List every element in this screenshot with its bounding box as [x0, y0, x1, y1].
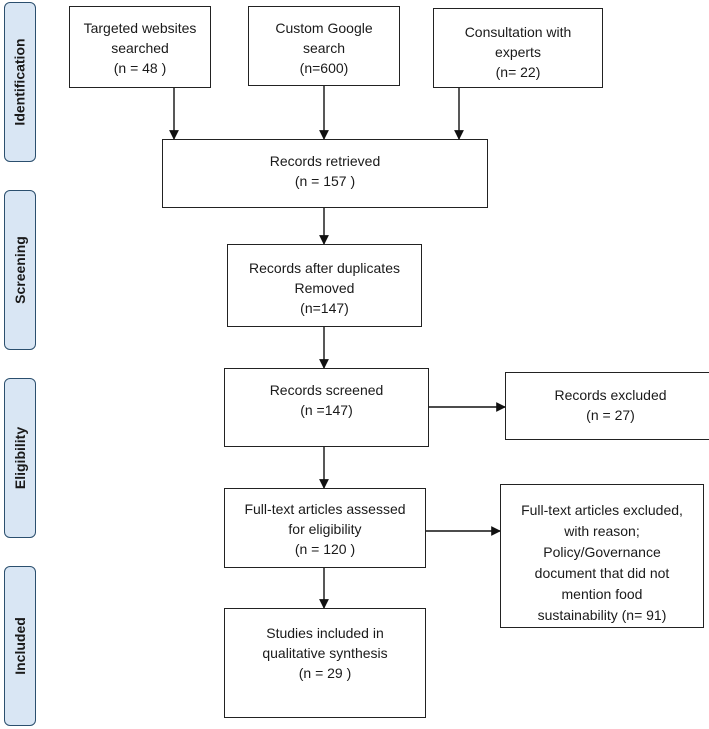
box-line: (n =147) [300, 402, 353, 418]
box-line: Removed [294, 280, 355, 296]
phase-included: Included [4, 566, 36, 726]
box-records-screened: Records screened (n =147) [224, 368, 429, 447]
box-line: (n = 157 ) [294, 173, 356, 189]
box-targeted-websites: Targeted websites searched (n = 48 ) [69, 6, 211, 88]
box-line: Records excluded [554, 387, 667, 403]
box-line: (n = 48 ) [113, 60, 167, 76]
box-records-excluded: Records excluded (n = 27) [505, 372, 709, 440]
box-records-retrieved: Records retrieved (n = 157 ) [162, 139, 488, 208]
box-studies-included: Studies included in qualitative synthesi… [224, 608, 426, 718]
box-line: (n = 120 ) [294, 541, 356, 557]
box-line: Records retrieved [269, 153, 381, 169]
box-line: Custom Google [275, 20, 373, 36]
box-line: Records screened [269, 382, 384, 398]
box-line: (n = 27) [586, 407, 635, 423]
box-line: with reason; [564, 523, 640, 539]
box-line: Studies included in [266, 625, 384, 641]
box-fulltext-excluded: Full-text articles excluded, with reason… [500, 484, 704, 628]
phase-eligibility: Eligibility [4, 378, 36, 538]
box-line: searched [111, 40, 169, 56]
box-consultation-experts: Consultation with experts (n= 22) [433, 8, 603, 88]
box-line: qualitative synthesis [262, 645, 388, 661]
box-line: Targeted websites [83, 20, 197, 36]
box-line: search [302, 40, 346, 56]
box-line: mention food [561, 586, 643, 602]
box-line: (n= 22) [495, 64, 541, 80]
box-line: Consultation with [464, 24, 572, 40]
box-custom-google-search: Custom Google search (n=600) [248, 6, 400, 86]
box-line: document that did not [534, 565, 670, 581]
box-records-after-duplicates: Records after duplicates Removed (n=147) [227, 244, 422, 327]
box-line: Records after duplicates [249, 260, 400, 276]
box-line: Full-text articles assessed [244, 501, 406, 517]
box-fulltext-assessed: Full-text articles assessed for eligibil… [224, 488, 426, 568]
box-line: experts [495, 44, 541, 60]
phase-identification: Identification [4, 2, 36, 162]
box-line: (n=147) [300, 300, 349, 316]
box-line: (n = 29 ) [298, 665, 352, 681]
box-line: for eligibility [288, 521, 362, 537]
box-line: Full-text articles excluded, [521, 502, 683, 518]
box-line: (n=600) [299, 60, 349, 76]
box-line: sustainability (n= 91) [537, 607, 667, 623]
phase-screening: Screening [4, 190, 36, 350]
box-line: Policy/Governance [543, 544, 661, 560]
